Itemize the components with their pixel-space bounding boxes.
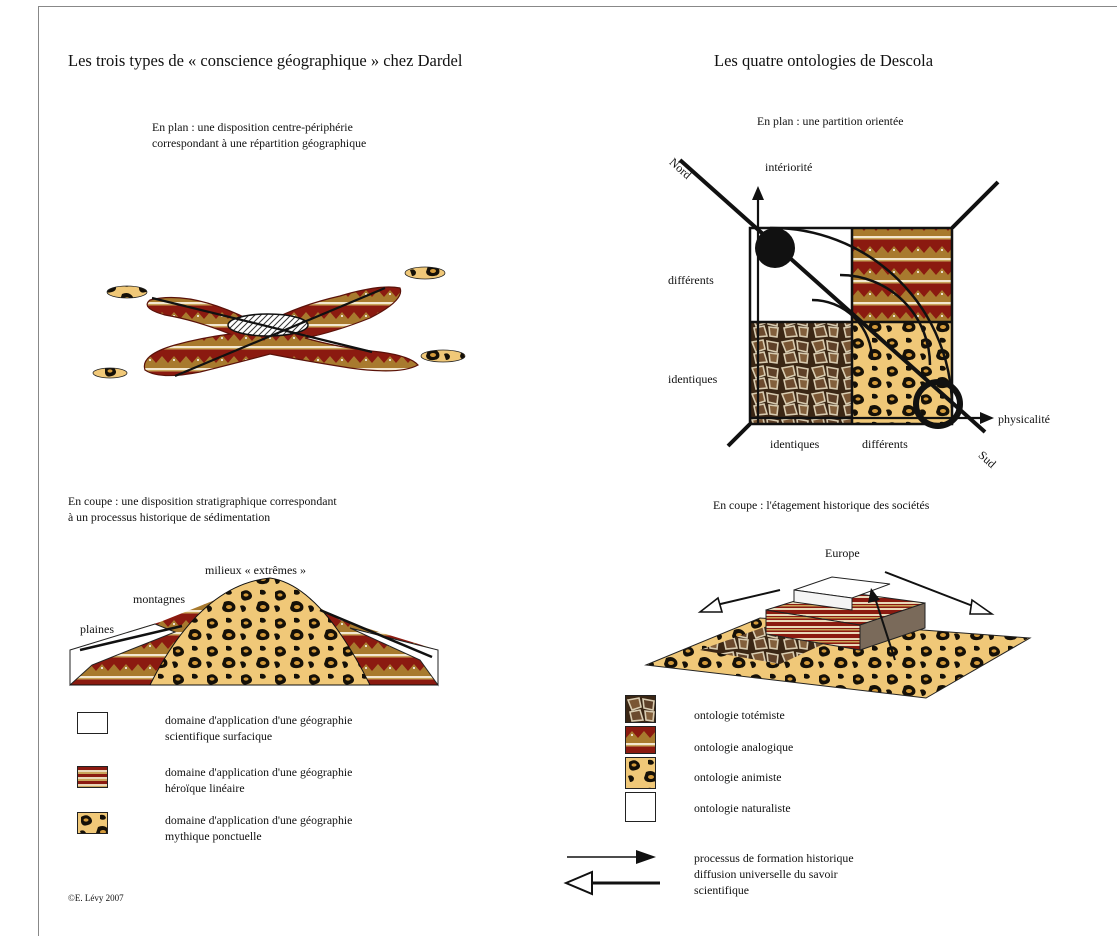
arrow-label-scientifique: scientifique — [694, 883, 749, 898]
swatch-analogique — [625, 726, 656, 754]
dardel-section-diagram — [70, 578, 438, 685]
left-plan-caption-2: correspondant à une répartition géograph… — [152, 136, 366, 151]
arrow-label-formation: processus de formation historique — [694, 851, 854, 866]
legend-naturaliste: ontologie naturaliste — [694, 801, 791, 816]
descola-plan-diagram — [680, 160, 998, 446]
legend-totemiste: ontologie totémiste — [694, 708, 785, 723]
legend-left-1-line2: scientifique surfacique — [165, 729, 272, 744]
legend-left-2-line2: héroïque linéaire — [165, 781, 245, 796]
left-section-caption-2: à un processus historique de sédimentati… — [68, 510, 270, 525]
label-plaines: plaines — [80, 622, 114, 637]
descola-section-diagram — [646, 572, 1030, 698]
legend-analogique: ontologie analogique — [694, 740, 793, 755]
arrows-legend — [566, 850, 660, 894]
legend-left-1-line1: domaine d'application d'une géographie — [165, 713, 352, 728]
legend-left-3-line2: mythique ponctuelle — [165, 829, 262, 844]
right-title: Les quatre ontologies de Descola — [714, 51, 933, 71]
swatch-lineaire — [77, 766, 108, 788]
legend-left-2-line1: domaine d'application d'une géographie — [165, 765, 352, 780]
x-label-identiques: identiques — [770, 437, 819, 452]
swatch-ponctuelle — [77, 812, 108, 834]
left-section-caption-1: En coupe : une disposition stratigraphiq… — [68, 494, 337, 509]
left-plan-caption-1: En plan : une disposition centre-périphé… — [152, 120, 353, 135]
swatch-surfacique — [77, 712, 108, 734]
right-plan-caption: En plan : une partition orientée — [757, 114, 903, 129]
dardel-plan-diagram — [93, 267, 465, 378]
label-europe: Europe — [825, 546, 860, 561]
axis-physicalite: physicalité — [998, 412, 1050, 427]
right-section-caption: En coupe : l'étagement historique des so… — [713, 498, 929, 513]
legend-animiste: ontologie animiste — [694, 770, 781, 785]
swatch-animiste — [625, 757, 656, 789]
label-montagnes: montagnes — [133, 592, 185, 607]
label-milieux-extremes: milieux « extrêmes » — [205, 563, 306, 578]
y-label-differents: différents — [668, 273, 714, 288]
copyright: ©E. Lévy 2007 — [68, 893, 124, 903]
swatch-totemiste — [625, 695, 656, 723]
arrow-label-diffusion: diffusion universelle du savoir — [694, 867, 838, 882]
left-title: Les trois types de « conscience géograph… — [68, 51, 462, 71]
axis-interiorite: intériorité — [765, 160, 812, 175]
x-label-differents: différents — [862, 437, 908, 452]
legend-left-3-line1: domaine d'application d'une géographie — [165, 813, 352, 828]
y-label-identiques: identiques — [668, 372, 717, 387]
swatch-naturaliste — [625, 792, 656, 822]
